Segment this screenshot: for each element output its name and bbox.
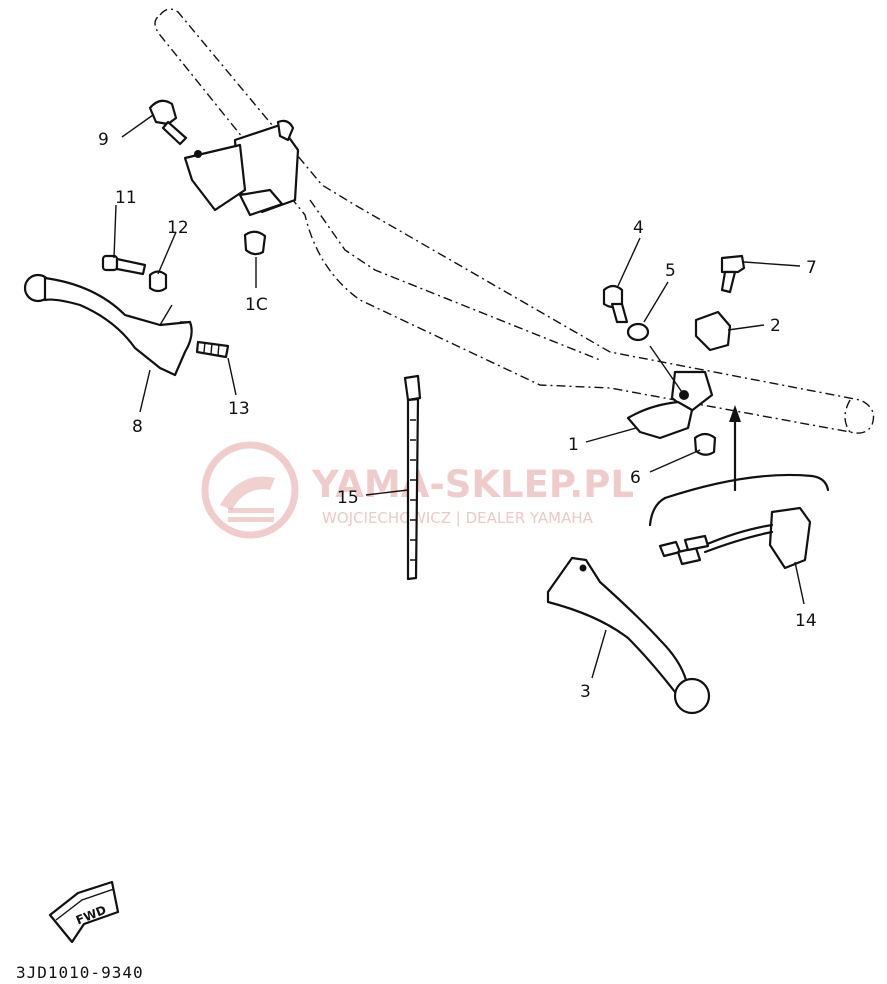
watermark-logo (201, 441, 299, 539)
callout-8: 8 (132, 417, 143, 437)
callout-2: 2 (770, 316, 781, 336)
inset-separator (648, 405, 830, 527)
watermark-subtitle: WOJCIECHOWICZ | DEALER YAMAHA (322, 509, 594, 527)
callout-13: 13 (228, 399, 250, 419)
callout-15: 15 (337, 488, 359, 508)
callout-14: 14 (795, 611, 817, 631)
callout-4: 4 (633, 218, 644, 238)
callout-1c: 1C (245, 295, 268, 315)
callout-3: 3 (580, 682, 591, 702)
callouts: 9 11 12 1C 13 8 4 5 7 2 1 6 15 14 3 (98, 130, 817, 702)
bolt-9 (148, 99, 188, 146)
bolt-13 (195, 340, 230, 359)
nut-12 (148, 270, 168, 293)
callout-1: 1 (568, 435, 579, 455)
callout-11: 11 (115, 188, 137, 208)
handlebar (154, 8, 875, 434)
callout-9: 9 (98, 130, 109, 150)
watermark: YAMA-SKLEP.PL WOJCIECHOWICZ | DEALER YAM… (201, 441, 634, 539)
washer-5 (626, 322, 650, 342)
callout-12: 12 (167, 218, 189, 238)
bolt-7 (720, 254, 746, 294)
watermark-title: YAMA-SKLEP.PL (311, 463, 634, 506)
callout-5: 5 (665, 261, 676, 281)
lever-3 (546, 556, 711, 715)
nut-6 (693, 432, 717, 456)
bolt-4 (602, 284, 629, 324)
leader-lines (113, 114, 805, 679)
lever-holder-1 (626, 370, 714, 440)
fwd-arrow: FWD (48, 880, 120, 944)
master-cylinder-clamp (183, 119, 300, 256)
callout-6: 6 (630, 468, 641, 488)
switch-14 (658, 506, 812, 570)
callout-7: 7 (806, 258, 817, 278)
holder-2 (694, 310, 732, 352)
cable-tie-15 (403, 374, 422, 581)
diagram-code: 3JD1010-9340 (16, 963, 144, 982)
lever-8 (23, 273, 193, 377)
bolt-11 (101, 254, 147, 276)
